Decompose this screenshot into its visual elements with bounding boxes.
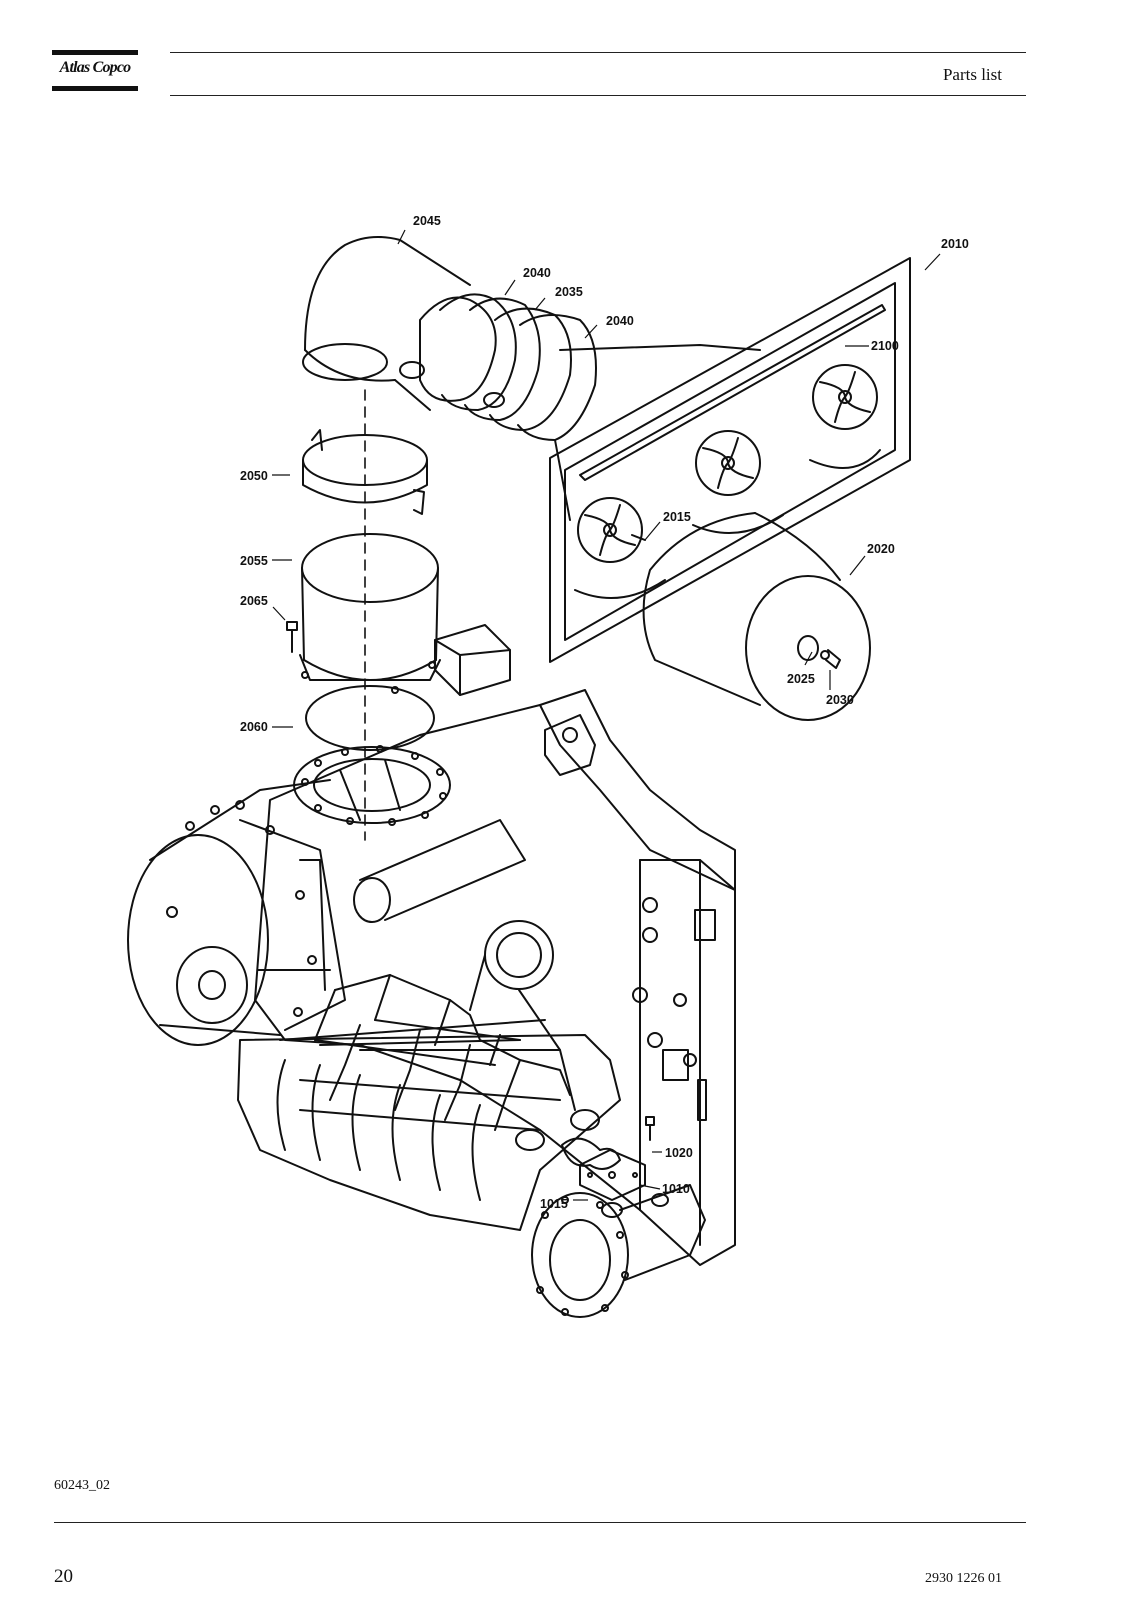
filter-element [631,512,871,721]
callout-1015: 1015 [540,1197,568,1211]
callout-2040-lower: 2040 [606,314,634,328]
callout-2060: 2060 [240,720,268,734]
footer-rule [54,1522,1026,1523]
callout-2100: 2100 [871,339,899,353]
callout-2030: 2030 [826,693,854,707]
header-rule-bottom [170,95,1026,96]
figure-reference: 60243_02 [54,1478,110,1493]
filter-box [549,257,911,663]
callout-2020: 2020 [867,542,895,556]
leader-lines [272,229,941,1201]
compressor-housing [127,624,736,1266]
callout-2015: 2015 [663,510,691,524]
callout-2065: 2065 [240,594,268,608]
brand-logo: Atlas Copco [52,50,138,94]
callout-2025: 2025 [787,672,815,686]
callout-labels: 2045 2010 2040 2035 2040 2100 2050 2015 … [240,214,969,1211]
logo-bar-top [52,50,138,55]
header-rule-top [170,52,1026,53]
callout-2045: 2045 [413,214,441,228]
document-number: 2930 1226 01 [925,1571,1002,1586]
cooler-grid [237,974,707,1318]
callout-2050: 2050 [240,469,268,483]
callout-1010: 1010 [662,1182,690,1196]
callout-2010: 2010 [941,237,969,251]
logo-wordmark: Atlas Copco [59,59,132,76]
callout-1020: 1020 [665,1146,693,1160]
callout-2040-top: 2040 [523,266,551,280]
callout-2055: 2055 [240,554,268,568]
logo-bar-bottom [52,86,138,91]
page-number: 20 [54,1566,73,1587]
page-title: Parts list [942,65,1002,84]
inlet-stack [286,235,761,841]
callout-2035: 2035 [555,285,583,299]
